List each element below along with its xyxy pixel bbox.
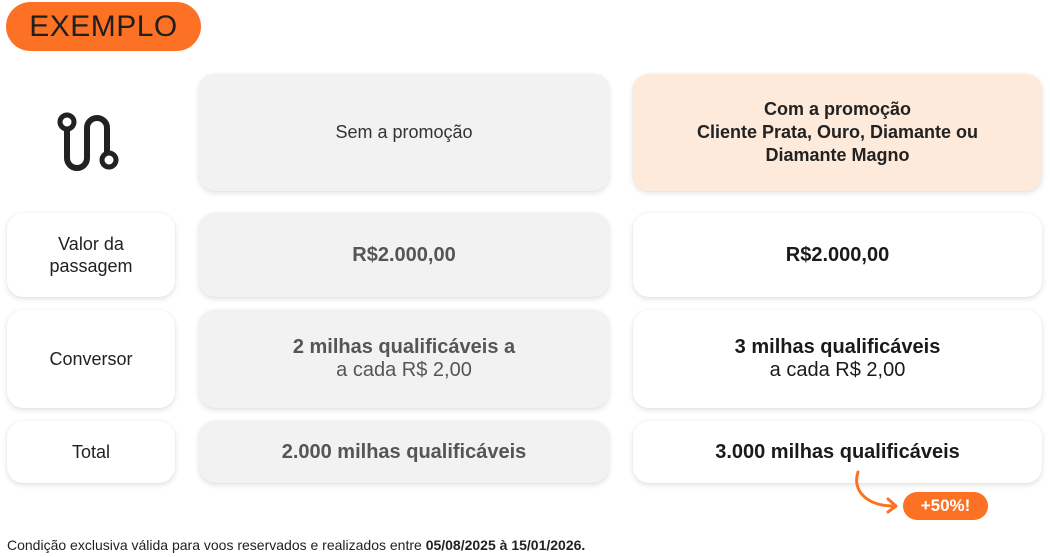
total-without-promo: 2.000 milhas qualificáveis	[199, 421, 609, 483]
header-without-promo-label: Sem a promoção	[335, 122, 473, 142]
value-text: 3.000 milhas qualificáveis	[715, 440, 960, 463]
footnote: Condição exclusiva válida para voos rese…	[7, 537, 585, 553]
converter-with-promo: 3 milhas qualificáveis a cada R$ 2,00	[633, 310, 1042, 408]
row-label-line: Total	[71, 442, 111, 462]
value-subtext: a cada R$ 2,00	[769, 359, 906, 381]
row-label-ticket-value: Valor da passagem	[7, 213, 175, 297]
example-badge: EXEMPLO	[6, 2, 201, 51]
footnote-text: Condição exclusiva válida para voos rese…	[7, 537, 426, 553]
value-text: 3 milhas qualificáveis	[734, 336, 941, 358]
row-label-line: Valor da	[58, 234, 124, 254]
value-text: R$2.000,00	[785, 243, 890, 266]
header-with-promo-line3: Diamante Magno	[765, 145, 910, 165]
row-label-total: Total	[7, 421, 175, 483]
curved-arrow-icon	[855, 470, 898, 514]
total-with-promo: 3.000 milhas qualificáveis	[633, 421, 1042, 483]
ticket-value-with-promo: R$2.000,00	[633, 213, 1042, 297]
converter-without-promo: 2 milhas qualificáveis a a cada R$ 2,00	[199, 310, 609, 408]
footnote-dates: 05/08/2025 à 15/01/2026.	[425, 537, 586, 553]
value-text: 2 milhas qualificáveis a	[292, 336, 516, 358]
row-label-line: passagem	[49, 256, 133, 276]
header-with-promo: Com a promoção Cliente Prata, Ouro, Diam…	[633, 74, 1042, 191]
value-text: R$2.000,00	[352, 243, 456, 266]
header-with-promo-line1: Com a promoção	[763, 99, 912, 119]
header-with-promo-line2: Cliente Prata, Ouro, Diamante ou	[696, 122, 979, 142]
header-without-promo: Sem a promoção	[199, 74, 609, 191]
value-subtext: a cada R$ 2,00	[336, 359, 472, 381]
row-label-converter: Conversor	[7, 310, 175, 408]
value-text: 2.000 milhas qualificáveis	[281, 440, 527, 463]
ticket-value-without-promo: R$2.000,00	[199, 213, 609, 297]
row-label-line: Conversor	[49, 349, 133, 369]
increase-badge: +50%!	[903, 492, 988, 520]
route-icon	[57, 112, 119, 171]
